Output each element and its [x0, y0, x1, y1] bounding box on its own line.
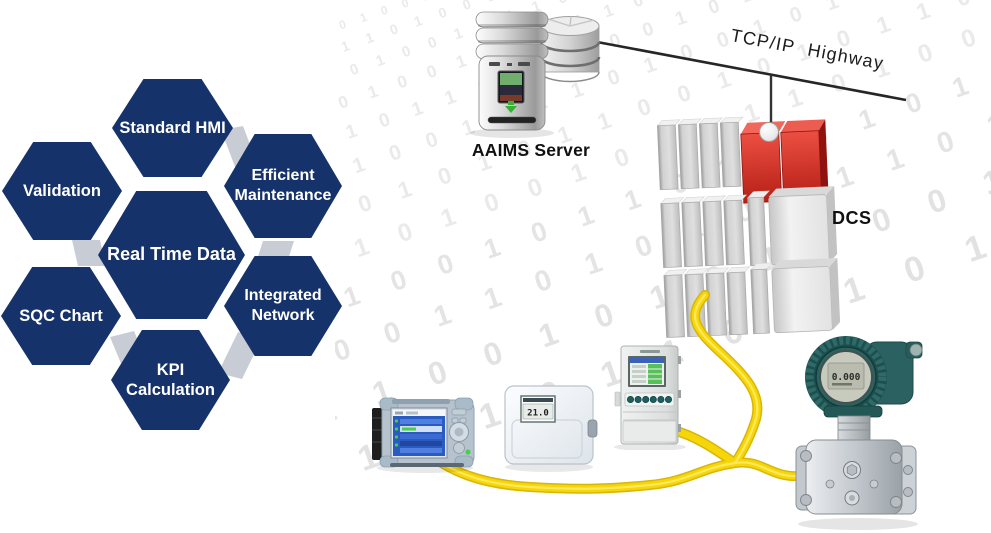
transmitter-latch — [587, 419, 598, 438]
aaims-server-icon — [470, 11, 601, 138]
hexagon-label: Validation — [23, 181, 101, 200]
feature-hexagon-cluster: Standard HMI Validation Efficient Mainte… — [0, 0, 350, 470]
cabinet-ports — [624, 392, 675, 407]
analyzer-screen — [390, 407, 448, 459]
transmitter-lcd-value: 21.0 — [527, 409, 549, 419]
dcs-label: DCS — [832, 208, 872, 228]
dcs-row-bottom — [663, 258, 841, 338]
hexagon-label: Integrated Network — [244, 287, 322, 324]
hexagon-label: SQC Chart — [19, 306, 103, 325]
dcs-stack-icon — [656, 116, 841, 338]
hexagon-label: Efficient Maintenance — [234, 167, 332, 204]
transmitter-display: 21.0 — [520, 395, 556, 423]
dcs-row-top — [656, 116, 744, 191]
cabinet-screen — [628, 356, 666, 387]
transmitter-head: 0.000 — [805, 336, 923, 418]
hexagon-label: Standard HMI — [119, 118, 226, 137]
pressure-transmitter-icon: 0.000 — [795, 336, 923, 530]
hexagon-label: Real Time Data — [107, 244, 236, 265]
analyzer-cabinet-icon — [614, 345, 686, 450]
wall-transmitter-icon: 21.0 — [504, 385, 598, 472]
hexagon-label: KPI Calculation — [126, 360, 215, 399]
server-tower-icon — [475, 11, 549, 131]
handheld-analyzer-icon — [372, 397, 475, 473]
pressure-lcd-value: 0.000 — [832, 372, 861, 383]
dcs-row-middle — [660, 186, 838, 268]
transmitter-body — [795, 439, 917, 515]
database-stack-icon — [539, 16, 601, 83]
aaims-server-label: AAIMS Server — [471, 140, 591, 160]
